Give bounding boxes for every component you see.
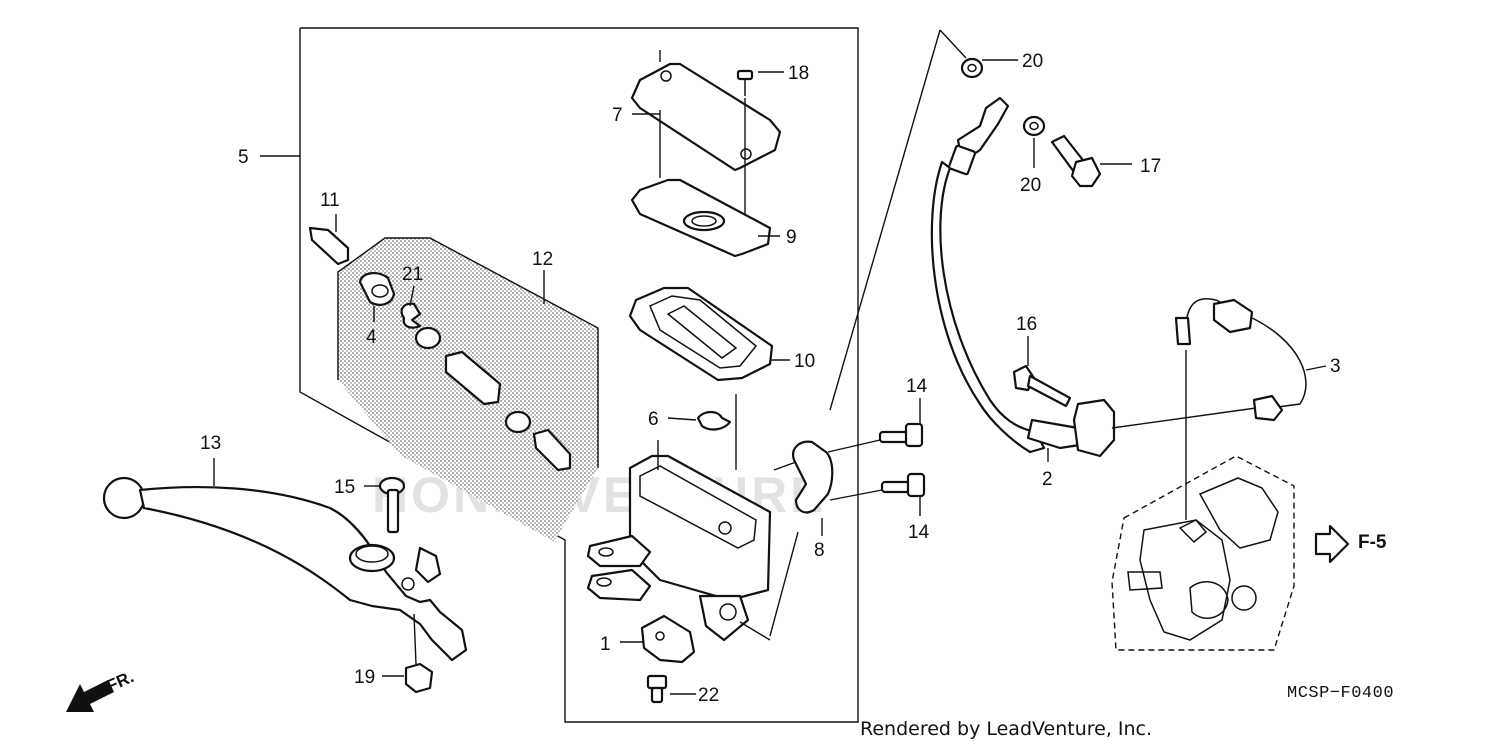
callout-5: 5 [238,147,249,168]
callout-1: 1 [600,634,611,655]
section-ref-arrow [1314,524,1350,564]
render-credit: Rendered by LeadVenture, Inc. [860,718,1153,740]
callout-10: 10 [794,351,815,372]
abs-modulator [1111,455,1295,651]
callout-18: 18 [788,63,809,84]
callout-2: 2 [1042,469,1053,490]
callout-15: 15 [334,477,355,498]
leader-lines [213,29,1327,695]
callout-21: 21 [402,264,423,285]
brake-hose[interactable] [930,96,1116,458]
callout-14-lower: 14 [908,522,930,543]
lever-pivot-pin[interactable] [308,226,350,266]
callout-13: 13 [200,433,221,454]
brake-pipe[interactable] [1174,298,1307,422]
brake-lever[interactable] [102,476,468,662]
lever-pivot-bolt[interactable] [378,476,406,534]
callout-4: 4 [366,327,377,348]
callout-22: 22 [698,685,719,706]
callout-20-upper: 20 [1022,51,1043,72]
callout-19: 19 [354,667,375,688]
callout-9: 9 [786,227,797,248]
callout-16: 16 [1016,314,1037,335]
circlip[interactable] [400,302,422,329]
callout-20-lower: 20 [1020,175,1041,196]
section-ref-label[interactable]: F-5 [1358,532,1387,553]
diagram-code: MCSP−F0400 [1287,684,1395,703]
brake-switch[interactable] [640,614,696,664]
callout-14-upper: 14 [906,376,928,397]
callout-8: 8 [814,540,825,561]
callout-12: 12 [532,249,553,270]
switch-screw[interactable] [646,674,668,704]
callout-7: 7 [612,105,623,126]
callout-11: 11 [320,190,340,211]
assembly-bracket [299,27,859,723]
sealing-washer-lower[interactable] [1022,115,1046,137]
holder-bolt-upper[interactable] [878,422,924,448]
piston-boot[interactable] [358,272,396,306]
oil-bolt[interactable] [1050,134,1102,188]
retaining-clip[interactable] [696,410,732,431]
callout-6: 6 [648,409,659,430]
piston-assembly[interactable] [414,326,572,472]
holder-bolt-lower[interactable] [880,472,926,498]
diaphragm[interactable] [628,286,774,382]
callout-3: 3 [1330,356,1341,377]
diaphragm-plate[interactable] [630,178,772,258]
reservoir-cap[interactable] [630,62,782,172]
lever-pivot-nut[interactable] [404,613,434,694]
sealing-washer-upper[interactable] [960,57,984,79]
master-cylinder-body[interactable] [586,394,772,642]
callout-labels: 1 2 3 4 5 6 7 8 9 10 11 12 13 14 14 15 1… [200,51,1341,706]
front-direction-arrow: FR. [66,667,137,712]
holder-clamp[interactable] [739,439,883,641]
hose-clamp-bolt[interactable] [1012,364,1072,408]
callout-17: 17 [1140,156,1161,177]
front-direction-label: FR. [104,667,137,695]
